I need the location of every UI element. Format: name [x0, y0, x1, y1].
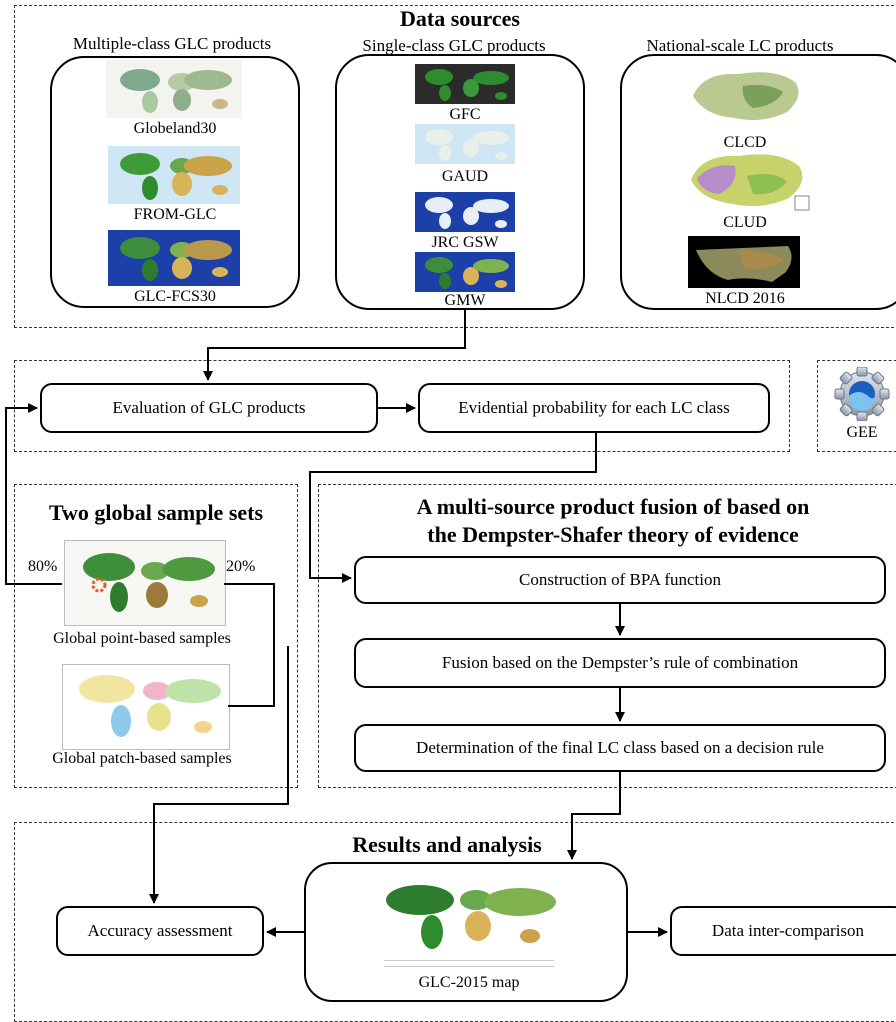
clcd-map [683, 66, 809, 128]
patch-samples-caption: Global patch-based samples [52, 750, 232, 767]
jrc-gsw-map [415, 192, 515, 232]
glc-2015-map [370, 876, 568, 972]
dempster-step-box: Fusion based on the Dempster’s rule of c… [354, 638, 886, 688]
clcd-caption: CLCD [723, 134, 767, 151]
clud-caption: CLUD [723, 214, 767, 231]
fusion-title-line2: the Dempster-Shafer theory of evidence [427, 522, 799, 547]
gmw-caption: GMW [444, 292, 486, 309]
single-class-header: Single-class GLC products [362, 36, 546, 55]
bpa-step-box: Construction of BPA function [354, 556, 886, 604]
results-title: Results and analysis [352, 832, 542, 857]
gaud-map [415, 124, 515, 164]
data-sources-title: Data sources [400, 6, 520, 31]
fusion-title-line1: A multi-source product fusion of based o… [416, 494, 810, 519]
gfc-map [415, 64, 515, 104]
gaud-caption: GAUD [441, 168, 489, 185]
data-sources-frame [14, 5, 896, 328]
gmw-map [415, 252, 515, 292]
gear-icon [833, 366, 891, 422]
national-header: National-scale LC products [646, 36, 834, 55]
evaluation-box: Evaluation of GLC products [40, 383, 378, 433]
globeland30-map [106, 60, 242, 118]
jrc-gsw-caption: JRC GSW [431, 234, 499, 251]
glc-fcs30-map [108, 230, 240, 286]
gee-frame [817, 360, 896, 452]
point-samples-caption: Global point-based samples [53, 630, 231, 647]
glc-2015-caption: GLC-2015 map [418, 974, 520, 991]
gfc-caption: GFC [449, 106, 481, 123]
fusion-frame [318, 484, 896, 788]
from-glc-map [108, 146, 240, 204]
patch-samples-map [62, 664, 230, 750]
multi-class-header: Multiple-class GLC products [72, 34, 272, 53]
accuracy-box: Accuracy assessment [56, 906, 264, 956]
decision-step-box: Determination of the final LC class base… [354, 724, 886, 772]
glc-fcs30-caption: GLC-FCS30 [134, 288, 216, 305]
nlcd-2016-map [688, 236, 800, 288]
from-glc-caption: FROM-GLC [133, 206, 217, 223]
samples-title: Two global sample sets [48, 500, 264, 525]
clud-map [683, 148, 813, 214]
globeland30-caption: Globeland30 [133, 120, 217, 137]
nlcd-2016-caption: NLCD 2016 [705, 290, 785, 307]
intercomparison-box: Data inter-comparison [670, 906, 896, 956]
samples-frame [14, 484, 298, 788]
probability-box: Evidential probability for each LC class [418, 383, 770, 433]
evaluation-frame [14, 360, 790, 452]
split-20-label: 20% [226, 558, 256, 575]
split-80-label: 80% [28, 558, 58, 575]
point-samples-map [64, 540, 226, 626]
gee-caption: GEE [846, 424, 878, 441]
